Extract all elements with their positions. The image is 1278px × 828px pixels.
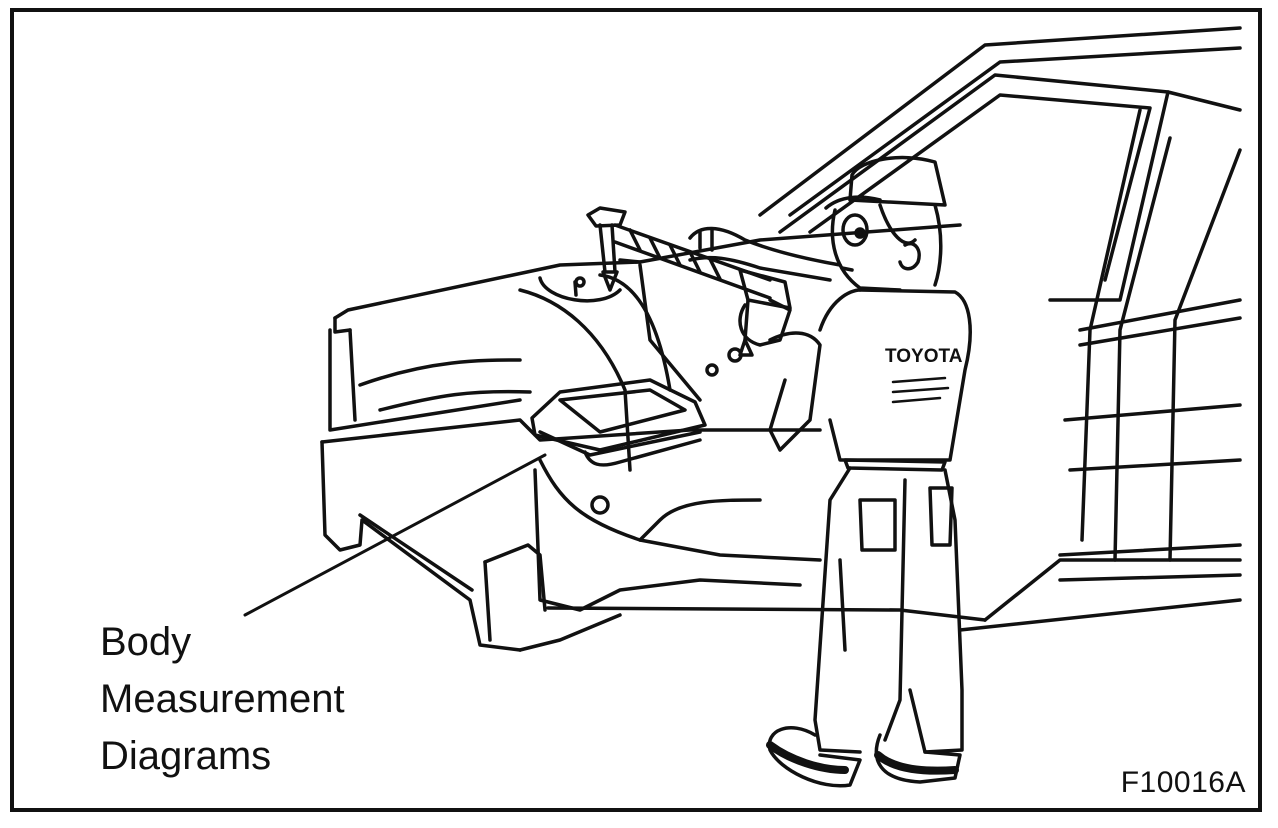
tram-gauge-tool [586,206,792,357]
badge-label: TOYOTA [885,346,963,367]
callout-leader-line [243,453,547,617]
vehicle-cab [758,26,1242,632]
callout-line-2: Measurement [100,677,345,721]
figure-frame [10,8,1262,812]
callout-line-3: Diagrams [100,734,272,778]
callout-label: Body Measurement Diagrams [100,614,345,785]
callout-line-1: Body [100,620,192,664]
measurement-diagram-booklet [530,378,707,467]
figure-code: F10016A [1120,766,1246,799]
technician-figure: TOYOTA [688,155,972,788]
engine-compartment [320,223,987,652]
